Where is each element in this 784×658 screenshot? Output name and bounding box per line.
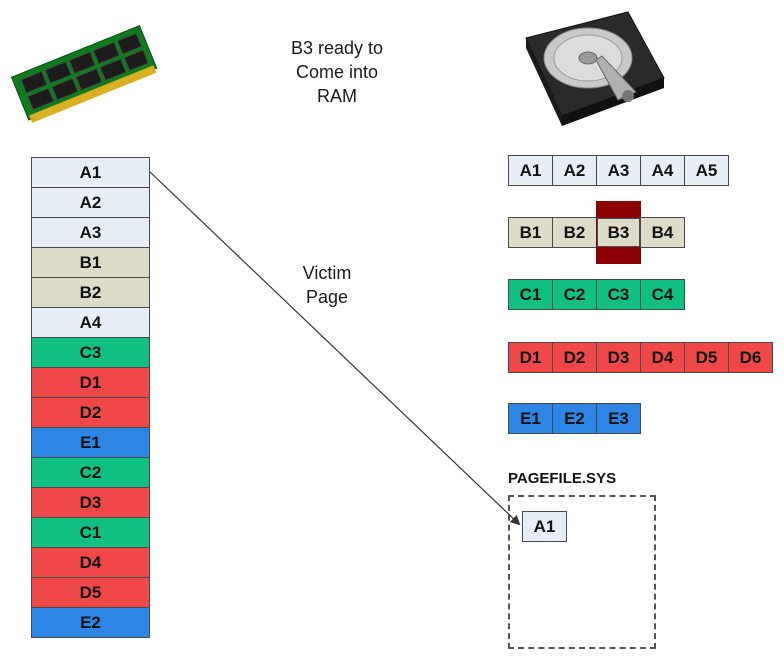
ram-page-cell: B2 <box>31 277 150 308</box>
caption-line: B3 ready to <box>290 38 384 58</box>
disk-page-cell: E2 <box>552 403 597 434</box>
ram-page-cell: A2 <box>31 187 150 218</box>
disk-page-cell: E3 <box>596 403 641 434</box>
disk-page-cell: B2 <box>552 217 597 248</box>
b3-ready-caption: B3 ready to Come into RAM <box>262 36 412 108</box>
pagefile-label: PAGEFILE.SYS <box>508 470 617 487</box>
disk-page-cell: E1 <box>508 403 553 434</box>
disk-page-cell: D1 <box>508 342 553 373</box>
disk-page-cell: C4 <box>640 279 685 310</box>
ram-page-cell: C1 <box>31 517 150 548</box>
ram-page-cell: B1 <box>31 247 150 278</box>
disk-page-cell: C2 <box>552 279 597 310</box>
disk-page-cell: A2 <box>552 155 597 186</box>
disk-page-cell: D2 <box>552 342 597 373</box>
disk-page-cell: B1 <box>508 217 553 248</box>
ram-page-cell: E2 <box>31 607 150 638</box>
ram-page-cell: D4 <box>31 547 150 578</box>
ram-page-cell: D5 <box>31 577 150 608</box>
disk-page-cell: C3 <box>596 279 641 310</box>
disk-page-label: B3 <box>597 218 640 247</box>
pagefile-box <box>508 495 656 649</box>
disk-page-cell: B3 <box>596 201 641 264</box>
disk-page-cell: D3 <box>596 342 641 373</box>
ram-page-cell: A1 <box>31 157 150 188</box>
caption-line: Victim <box>302 263 352 283</box>
disk-page-cell: D4 <box>640 342 685 373</box>
ram-page-cell: D3 <box>31 487 150 518</box>
victim-page-caption: Victim Page <box>282 261 372 309</box>
ram-page-cell: D2 <box>31 397 150 428</box>
hard-drive-icon <box>525 11 665 126</box>
ram-page-cell: A3 <box>31 217 150 248</box>
disk-page-cell: D5 <box>684 342 729 373</box>
ram-page-cell: A4 <box>31 307 150 338</box>
ram-module-icon <box>10 24 158 123</box>
pagefile-page-cell: A1 <box>522 511 567 542</box>
caption-line: RAM <box>317 86 357 106</box>
disk-page-cell: A1 <box>508 155 553 186</box>
disk-page-cell: B4 <box>640 217 685 248</box>
disk-page-cell: C1 <box>508 279 553 310</box>
disk-page-cell: D6 <box>728 342 773 373</box>
ram-page-cell: D1 <box>31 367 150 398</box>
disk-page-cell: A3 <box>596 155 641 186</box>
caption-line: Page <box>305 287 349 307</box>
disk-page-cell: A4 <box>640 155 685 186</box>
ram-page-cell: C2 <box>31 457 150 488</box>
ram-page-cell: C3 <box>31 337 150 368</box>
caption-line: Come into <box>295 62 379 82</box>
ram-page-cell: E1 <box>31 427 150 458</box>
disk-page-cell: A5 <box>684 155 729 186</box>
